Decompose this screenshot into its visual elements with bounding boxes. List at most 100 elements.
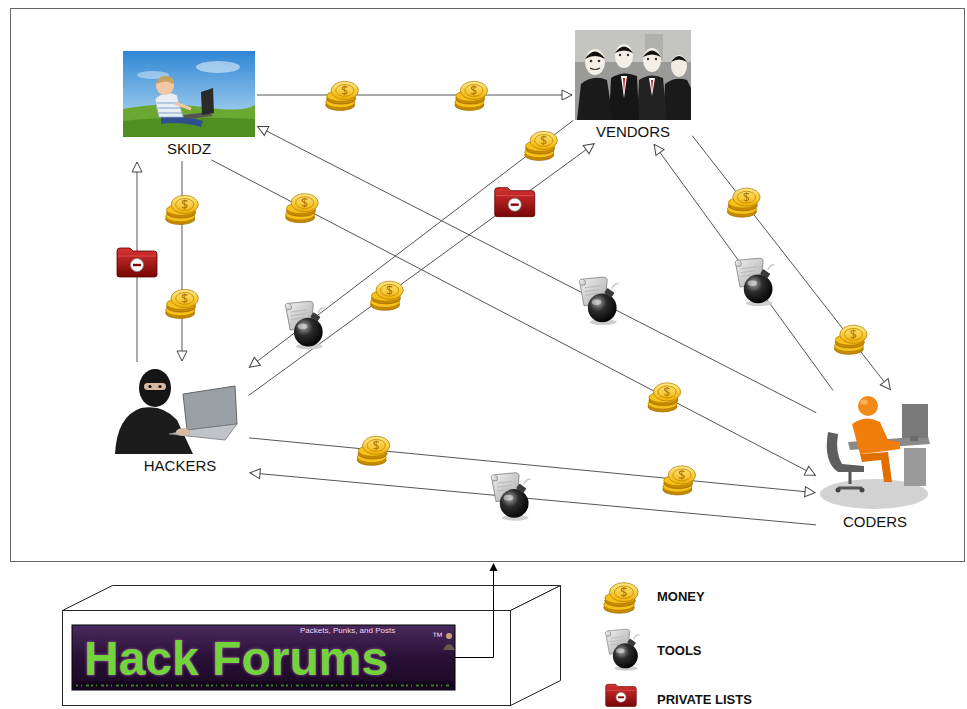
- money-icon: [166, 195, 199, 224]
- vendor-photo-part: [615, 47, 633, 54]
- actor-node: CODERS: [818, 392, 932, 532]
- forum-name: Hack Forums: [84, 635, 388, 683]
- forum-box-3d-part: [63, 611, 511, 706]
- tools-icon: [735, 258, 774, 306]
- actor-node: SKIDZ: [123, 51, 255, 159]
- flow-arrow: [182, 161, 183, 361]
- forum-link-arrow-part: [490, 563, 498, 571]
- hacker-photo-part: [176, 428, 190, 436]
- money-icon: [834, 325, 867, 354]
- vendor-photo-part: [647, 58, 649, 60]
- coder-figure-part: [852, 418, 900, 454]
- legend-label: PRIVATE LISTS: [657, 692, 752, 708]
- actor-label: HACKERS: [144, 458, 217, 476]
- forum-box-3d-part: [511, 586, 561, 706]
- hacker-photo-part: [183, 386, 237, 430]
- vendor-photo-part: [577, 78, 613, 120]
- vendor-photo-part: [590, 60, 593, 63]
- vendor-photo-part: [621, 76, 627, 98]
- money-icon: [286, 194, 319, 223]
- hacker-photo-part: [139, 369, 171, 407]
- private-list-icon: [606, 684, 637, 706]
- forum-logo-art: [72, 625, 455, 690]
- coder-figure: [820, 396, 930, 509]
- coder-figure-part: [910, 436, 918, 441]
- skid-photo-part: [196, 61, 240, 73]
- legend-label: MONEY: [657, 589, 705, 605]
- hacker-photo-part: [115, 407, 193, 454]
- legend-label: TOOLS: [657, 643, 702, 659]
- private-list-icon: [495, 188, 535, 217]
- vendor-photo-part: [643, 48, 661, 72]
- vendor-photo-part: [585, 52, 605, 60]
- coder-figure-part: [860, 452, 892, 482]
- vendor-photo-part: [637, 75, 667, 120]
- forum-tagline: Packets, Punks, and Posts: [300, 626, 395, 636]
- flow-arrow: [257, 95, 572, 96]
- flow-arrow: [258, 126, 817, 412]
- hacker-photo-part: [169, 424, 237, 440]
- forum-logo-art-part: [443, 644, 455, 650]
- flow-arrow: [249, 438, 815, 493]
- hacker-photo-part: [158, 385, 161, 388]
- flow-arrow: [250, 473, 816, 525]
- money-icon: [648, 383, 681, 412]
- money-icon: [357, 436, 390, 465]
- vendor-photo-part: [598, 60, 601, 63]
- coder-figure-part: [860, 400, 868, 405]
- coder-figure-part: [838, 472, 862, 488]
- vendor-photo-part: [649, 78, 655, 96]
- hacker-photo-part: [144, 383, 166, 390]
- money-icon: [525, 131, 558, 160]
- skid-photo-part: [201, 88, 214, 115]
- private-list-icon: [117, 248, 157, 277]
- vendor-photo-part: [651, 80, 653, 92]
- money-icon: [326, 81, 359, 110]
- money-icon: [727, 188, 760, 217]
- actor-node: VENDORS: [575, 30, 691, 142]
- coder-figure-part: [904, 448, 926, 486]
- forum-logo-art-part: [446, 633, 452, 639]
- coder-figure-part: [836, 488, 841, 493]
- forum-link-arrow: [455, 563, 498, 658]
- flow-arrow: [211, 160, 815, 475]
- money-icon: [604, 583, 638, 614]
- vendor-photo-part: [643, 51, 661, 58]
- money-icon: [455, 81, 488, 110]
- forum-box-3d: [63, 586, 561, 706]
- tools-icon: [605, 629, 639, 671]
- coder-figure-part: [858, 396, 878, 416]
- vendor-photo-part: [655, 58, 657, 60]
- money-icon: [166, 289, 199, 318]
- tools-icon: [285, 301, 324, 349]
- skid-photo: [123, 51, 255, 137]
- tools-icon: [491, 473, 530, 521]
- skid-photo-part: [156, 76, 174, 84]
- vendor-photo-part: [671, 56, 687, 62]
- forum-logo-art-part: [76, 685, 451, 687]
- skid-photo-part: [123, 51, 255, 137]
- vendor-photo-part: [590, 68, 600, 70]
- vendor-photo-part: [609, 73, 639, 120]
- vendor-photo: [575, 30, 691, 120]
- actor-label: VENDORS: [596, 124, 670, 142]
- hacker-photo: [115, 369, 237, 454]
- actor-label: SKIDZ: [167, 141, 211, 159]
- vendor-photo-part: [615, 44, 633, 68]
- actor-node: HACKERS: [113, 364, 247, 476]
- forum-logo-art-part: [72, 625, 455, 690]
- trademark-mark: ™: [432, 631, 443, 642]
- money-icon: [371, 281, 404, 310]
- flow-arrow: [249, 120, 573, 367]
- vendor-photo-part: [671, 55, 687, 77]
- legend-icons: [604, 583, 640, 707]
- ecosystem-frame: [11, 9, 965, 562]
- vendor-photo-part: [585, 49, 605, 75]
- actor-label: CODERS: [843, 514, 907, 532]
- forum-box-3d-part: [63, 586, 561, 611]
- flow-arrow: [692, 136, 890, 390]
- forum-logo-box: Hack ForumsPackets, Punks, and Posts ™: [72, 625, 455, 690]
- vendor-photo-part: [663, 79, 691, 120]
